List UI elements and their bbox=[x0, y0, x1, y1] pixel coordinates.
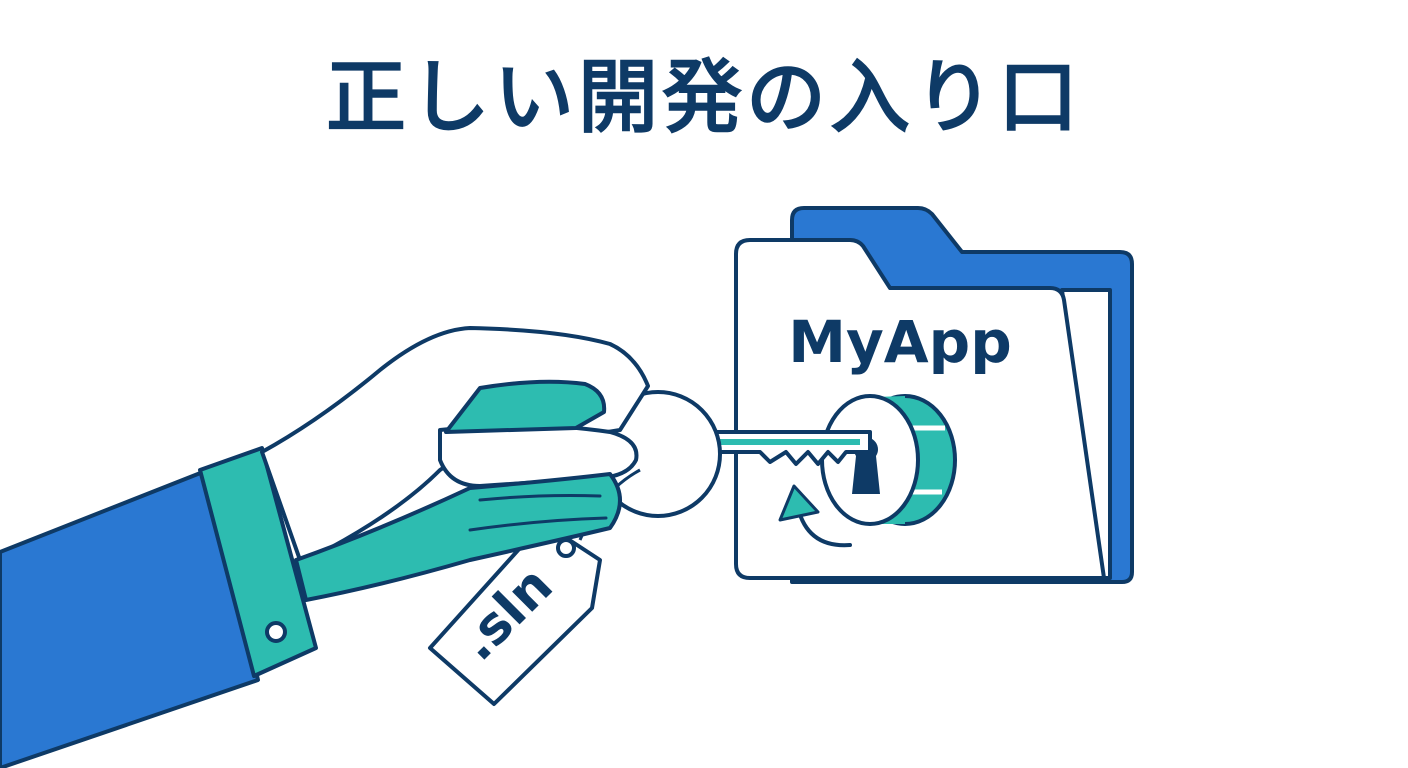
folder-label: MyApp bbox=[788, 308, 1011, 376]
keyhole-icon[interactable] bbox=[820, 394, 957, 526]
hand-icon bbox=[0, 326, 650, 768]
sleeve bbox=[0, 468, 260, 768]
key-icon[interactable] bbox=[594, 390, 872, 518]
finger-crease bbox=[478, 494, 602, 502]
cuff-button bbox=[265, 621, 287, 643]
folder-icon[interactable]: MyApp bbox=[734, 206, 1134, 584]
thumb bbox=[444, 379, 607, 434]
fingers bbox=[294, 472, 622, 602]
tag-hole bbox=[556, 538, 576, 558]
finger-crease-2 bbox=[468, 516, 608, 532]
cuff bbox=[198, 446, 318, 678]
page-title: 正しい開発の入り口 bbox=[326, 51, 1082, 144]
rotate-arrow-icon bbox=[778, 484, 852, 548]
